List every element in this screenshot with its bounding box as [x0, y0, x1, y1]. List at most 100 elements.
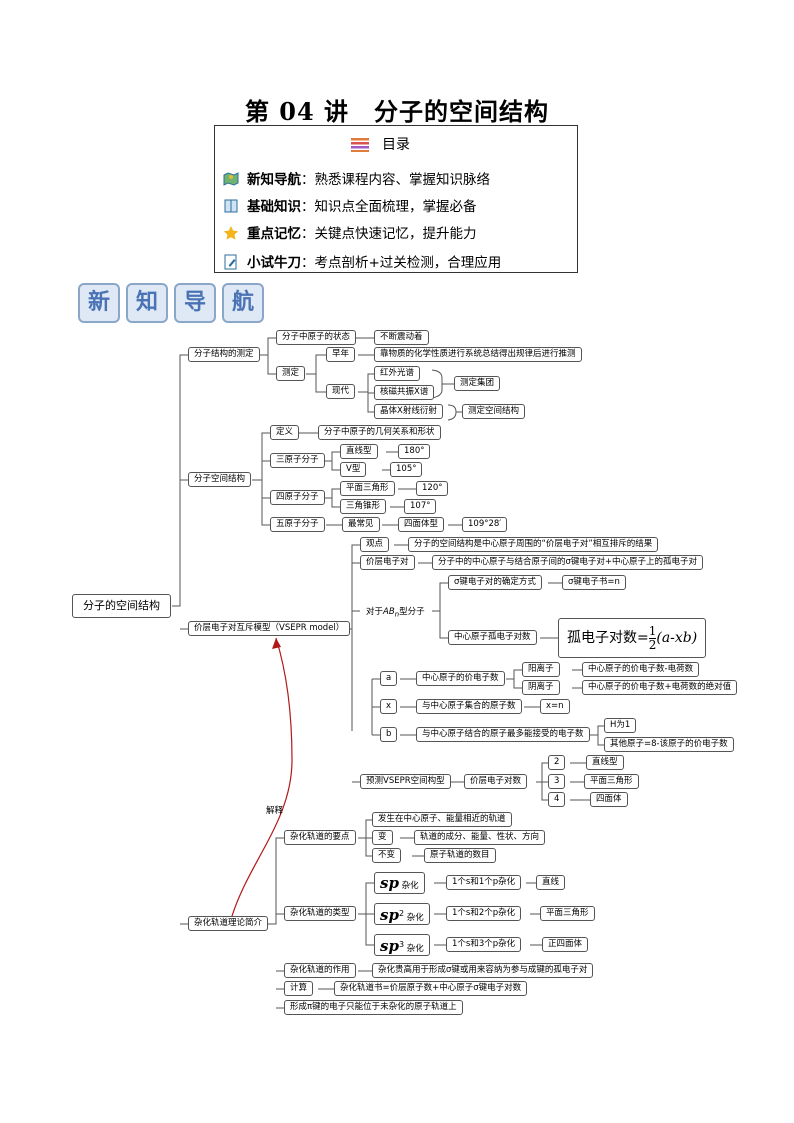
node-ir: 红外光谱: [374, 366, 421, 381]
node-sigma-count: σ键电子书=n: [562, 575, 626, 590]
node-keypoint-1: 发生在中心原子、能量相近的轨道: [372, 812, 512, 827]
page-title: 第 04 讲 分子的空间结构: [244, 97, 550, 126]
node-early: 早年: [326, 347, 356, 362]
node-lone-pairs: 中心原子孤电子对数: [448, 630, 537, 645]
node-vibrating: 不断震动着: [374, 330, 429, 345]
node-sp2-orbitals: 1个s和2个p杂化: [446, 906, 522, 921]
node-unchanged-text: 原子轨道的数目: [424, 848, 496, 863]
node-count-3-shape: 平面三角形: [584, 774, 639, 789]
node-120: 120°: [416, 481, 449, 496]
node-a: a: [380, 671, 398, 686]
node-count-4-shape: 四面体: [590, 792, 628, 807]
node-180: 180°: [398, 444, 431, 459]
banner-char-2: 知: [126, 283, 168, 323]
node-measure: 测定: [276, 366, 306, 381]
explain-label: 解释: [266, 806, 284, 816]
branch-structure-measurement: 分子结构的测定: [188, 347, 260, 362]
node-nmr: 核磁共振X谱: [374, 385, 435, 400]
node-most-common: 最常见: [342, 517, 380, 532]
node-count-2-shape: 直线型: [586, 755, 624, 770]
node-change: 变: [372, 830, 393, 845]
book-icon: [224, 199, 238, 213]
node-linear: 直线型: [340, 444, 378, 459]
node-other-atoms: 其他原子=8-该原子的价电子数: [604, 737, 734, 752]
banner-char-4: 航: [222, 283, 264, 323]
banner-char-1: 新: [78, 283, 120, 323]
node-anion: 阴离子: [522, 680, 560, 695]
star-icon: [223, 226, 239, 240]
node-x-text: 与中心原子集合的原子数: [416, 699, 522, 714]
node-pair-count: 价层电子对数: [464, 774, 528, 789]
node-measure-structure: 测定空间结构: [462, 404, 526, 419]
node-pentatomic: 五原子分子: [270, 517, 325, 532]
list-icon: [351, 138, 369, 152]
node-b-text: 与中心原子结合的原子最多能接受的电子数: [416, 727, 590, 742]
node-sp3-orbitals: 1个s和3个p杂化: [446, 937, 522, 952]
node-abn-molecule: 对于ABn型分子: [366, 607, 425, 619]
node-viewpoint: 观点: [360, 537, 390, 552]
node-sp-shape: 直线: [536, 875, 566, 890]
node-107: 107°: [404, 499, 437, 514]
node-measure-groups: 测定集团: [454, 376, 501, 391]
node-sp2: sp2 杂化: [374, 903, 430, 925]
node-trigonal-pyramid: 三角锥形: [340, 499, 387, 514]
table-of-contents: 目录 新知导航：熟悉课程内容、掌握知识脉络 基础知识：知识点全面梳理，掌握必备 …: [214, 125, 578, 273]
node-triatomic: 三原子分子: [270, 453, 325, 468]
node-viewpoint-text: 分子的空间结构是中心原子周围的“价层电子对”相互排斥的结果: [408, 537, 659, 552]
node-unchanged: 不变: [372, 848, 402, 863]
node-sp2-shape: 平面三角形: [540, 906, 595, 921]
pencil-note-icon: [224, 254, 237, 270]
node-hybrid-keypoints: 杂化轨道的要点: [284, 830, 356, 845]
toc-item-nav: 新知导航：熟悉课程内容、掌握知识脉络: [223, 168, 490, 188]
branch-hybridization: 杂化轨道理论简介: [188, 916, 269, 931]
node-v-shape: V型: [340, 462, 367, 477]
node-valence-pairs-text: 分子中的中心原子与结合原子间的σ键电子对+中心原子上的孤电子对: [432, 555, 704, 570]
toc-item-practice: 小试牛刀：考点剖析+过关检测，合理应用: [223, 251, 501, 271]
node-count-2: 2: [548, 755, 566, 770]
branch-spatial-structure: 分子空间结构: [188, 472, 252, 487]
branch-vsepr: 价层电子对互斥模型（VSEPR model）: [188, 621, 351, 636]
toc-item-memory: 重点记忆：关键点快速记忆，提升能力: [223, 222, 477, 242]
node-calc: 计算: [284, 981, 314, 996]
node-a-text: 中心原子的价电子数: [416, 671, 505, 686]
node-count-4: 4: [548, 792, 566, 807]
node-atom-state: 分子中原子的状态: [276, 330, 357, 345]
node-sp3: sp3 杂化: [374, 934, 430, 956]
node-hybrid-role-text: 杂化贵高用于形成σ键或用来容纳为参与成键的孤电子对: [372, 963, 594, 978]
node-definition: 定义: [270, 425, 300, 440]
node-definition-text: 分子中原子的几何关系和形状: [318, 425, 441, 440]
node-early-method: 靠物质的化学性质进行系统总结得出规律后进行推测: [374, 347, 582, 362]
node-105: 105°: [390, 462, 423, 477]
node-calc-text: 杂化轨道书=价层原子数+中心原子σ键电子对数: [334, 981, 528, 996]
node-predict-vsepr: 预测VSEPR空间构型: [360, 774, 451, 789]
node-sigma-method: σ键电子对的确定方式: [448, 575, 542, 590]
node-sp3-shape: 正四面体: [542, 937, 589, 952]
node-x: x: [380, 699, 398, 714]
toc-heading: 目录: [382, 137, 410, 153]
node-pi-bond: 形成π键的电子只能位于未杂化的原子轨道上: [284, 1000, 463, 1015]
mindmap-root: 分子的空间结构: [72, 594, 171, 618]
node-sp: sp 杂化: [374, 872, 425, 894]
node-h-is-1: H为1: [604, 718, 637, 733]
node-x-equals-n: x=n: [540, 699, 570, 714]
node-hybrid-role: 杂化轨道的作用: [284, 963, 356, 978]
node-valence-pairs: 价层电子对: [360, 555, 415, 570]
node-count-3: 3: [548, 774, 566, 789]
toc-item-basics: 基础知识：知识点全面梳理，掌握必备: [223, 195, 477, 215]
node-b: b: [380, 727, 398, 742]
node-modern: 现代: [326, 384, 356, 399]
node-xray: 晶体X射线衍射: [374, 404, 443, 419]
map-icon: [223, 172, 239, 186]
node-tetrahedral: 四面体型: [398, 517, 445, 532]
node-cation-text: 中心原子的价电子数-电荷数: [582, 662, 700, 677]
node-anion-text: 中心原子的价电子数+电荷数的绝对值: [582, 680, 738, 695]
node-sp-orbitals: 1个s和1个p杂化: [446, 875, 522, 890]
node-cation: 阳离子: [522, 662, 560, 677]
node-109: 109°28′: [462, 517, 508, 532]
node-tetratomic: 四原子分子: [270, 490, 325, 505]
node-change-text: 轨道的成分、能量、性状、方向: [414, 830, 546, 845]
banner-char-3: 导: [174, 283, 216, 323]
node-hybrid-types: 杂化轨道的类型: [284, 906, 356, 921]
